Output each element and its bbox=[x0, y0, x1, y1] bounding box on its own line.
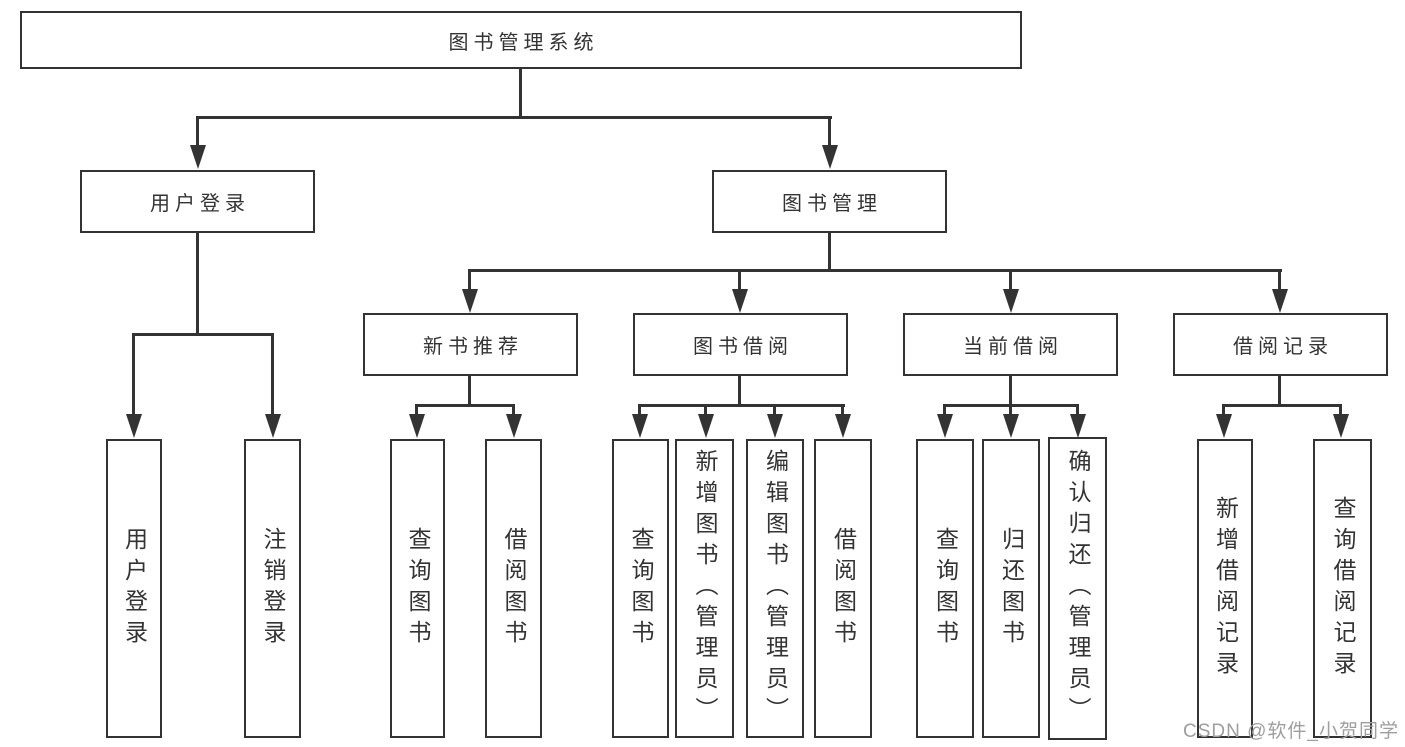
connector-line bbox=[638, 404, 845, 407]
node-book-borrowing: 图书借阅 bbox=[633, 313, 848, 376]
watermark: CSDN @软件_小贺同学 bbox=[1183, 721, 1399, 742]
connector-line bbox=[512, 404, 515, 417]
connector-line bbox=[638, 404, 641, 417]
connector-line bbox=[828, 233, 831, 271]
leaf-label: 归还图书 bbox=[998, 526, 1025, 651]
leaf-add-books-admin: 新增图书（管理员） bbox=[675, 439, 734, 738]
leaf-label: 编辑图书（管理员） bbox=[762, 449, 789, 728]
arrowhead-icon bbox=[632, 414, 648, 438]
node-current-borrowing: 当前借阅 bbox=[903, 313, 1118, 376]
node-label: 用户登录 bbox=[150, 193, 250, 215]
leaf-label: 确认归还（管理员） bbox=[1065, 449, 1091, 728]
node-label: 新书推荐 bbox=[423, 336, 523, 358]
leaf-label: 新增图书（管理员） bbox=[692, 449, 718, 728]
connector-line bbox=[841, 404, 844, 417]
arrowhead-icon bbox=[732, 289, 748, 313]
node-library-management-system: 图书管理系统 bbox=[20, 11, 1022, 69]
arrowhead-icon bbox=[835, 414, 851, 438]
leaf-confirm-return-admin: 确认归还（管理员） bbox=[1048, 437, 1107, 740]
arrowhead-icon bbox=[937, 414, 953, 438]
arrowhead-icon bbox=[1003, 414, 1019, 438]
node-new-book-recommendation: 新书推荐 bbox=[363, 313, 578, 376]
leaf-query-books-recommend: 查询图书 bbox=[390, 439, 445, 738]
leaf-logout: 注销登录 bbox=[244, 439, 301, 738]
arrowhead-icon bbox=[1272, 289, 1288, 313]
node-label: 图书管理 bbox=[782, 193, 882, 215]
connector-line bbox=[468, 269, 471, 293]
node-label: 借阅记录 bbox=[1233, 336, 1333, 358]
arrowhead-icon bbox=[126, 414, 142, 438]
leaf-borrow-books: 借阅图书 bbox=[814, 439, 872, 738]
leaf-edit-books-admin: 编辑图书（管理员） bbox=[746, 439, 804, 738]
leaf-label: 注销登录 bbox=[260, 526, 286, 651]
connector-line bbox=[828, 116, 831, 150]
leaf-label: 借阅图书 bbox=[501, 526, 527, 651]
connector-line bbox=[704, 404, 707, 417]
connector-line bbox=[1009, 269, 1012, 293]
arrowhead-icon bbox=[190, 145, 206, 169]
leaf-user-login: 用户登录 bbox=[106, 439, 162, 738]
arrowhead-icon bbox=[409, 414, 425, 438]
connector-line bbox=[1009, 376, 1012, 407]
connector-line bbox=[738, 376, 741, 407]
leaf-label: 借阅图书 bbox=[830, 526, 857, 651]
connector-line bbox=[943, 404, 946, 417]
leaf-label: 新增借阅记录 bbox=[1212, 495, 1239, 682]
arrowhead-icon bbox=[1216, 414, 1232, 438]
connector-line bbox=[1076, 404, 1079, 417]
leaf-label: 查询借阅记录 bbox=[1330, 495, 1356, 682]
arrowhead-icon bbox=[1070, 414, 1086, 438]
connector-line bbox=[196, 233, 199, 336]
connector-line bbox=[415, 404, 515, 407]
node-book-management: 图书管理 bbox=[712, 170, 947, 233]
node-borrowing-records: 借阅记录 bbox=[1173, 313, 1388, 376]
node-label: 图书管理系统 bbox=[448, 31, 599, 54]
leaf-query-books-borrowing: 查询图书 bbox=[612, 439, 669, 738]
arrowhead-icon bbox=[506, 414, 522, 438]
connector-line bbox=[132, 333, 135, 417]
node-label: 图书借阅 bbox=[693, 336, 793, 358]
connector-line bbox=[196, 116, 832, 119]
node-label: 当前借阅 bbox=[963, 336, 1063, 358]
arrowhead-icon bbox=[265, 414, 281, 438]
arrowhead-icon bbox=[767, 414, 783, 438]
connector-line bbox=[1278, 376, 1281, 407]
leaf-query-borrow-record: 查询借阅记录 bbox=[1313, 439, 1372, 738]
arrowhead-icon bbox=[698, 414, 714, 438]
leaf-return-books: 归还图书 bbox=[982, 439, 1040, 738]
leaf-query-books-current: 查询图书 bbox=[916, 439, 974, 738]
connector-line bbox=[1009, 404, 1012, 417]
leaf-add-borrow-record: 新增借阅记录 bbox=[1197, 439, 1253, 738]
connector-line bbox=[1278, 269, 1281, 293]
leaf-label: 用户登录 bbox=[121, 526, 148, 651]
connector-line bbox=[132, 333, 274, 336]
leaf-borrow-books-recommend: 借阅图书 bbox=[485, 439, 542, 738]
leaf-label: 查询图书 bbox=[932, 526, 959, 651]
connector-line bbox=[1339, 404, 1342, 417]
connector-line bbox=[1222, 404, 1225, 417]
connector-line bbox=[773, 404, 776, 417]
arrowhead-icon bbox=[1003, 289, 1019, 313]
connector-line bbox=[468, 376, 471, 407]
arrowhead-icon bbox=[822, 145, 838, 169]
connector-line bbox=[271, 333, 274, 417]
connector-line bbox=[738, 269, 741, 293]
connector-line bbox=[196, 116, 199, 150]
leaf-label: 查询图书 bbox=[405, 526, 431, 651]
node-user-login: 用户登录 bbox=[80, 170, 315, 233]
connector-line bbox=[519, 69, 522, 118]
leaf-label: 查询图书 bbox=[628, 526, 654, 651]
arrowhead-icon bbox=[462, 289, 478, 313]
connector-line bbox=[1222, 404, 1342, 407]
arrowhead-icon bbox=[1333, 414, 1349, 438]
connector-line bbox=[415, 404, 418, 417]
connector-line bbox=[468, 269, 1282, 272]
